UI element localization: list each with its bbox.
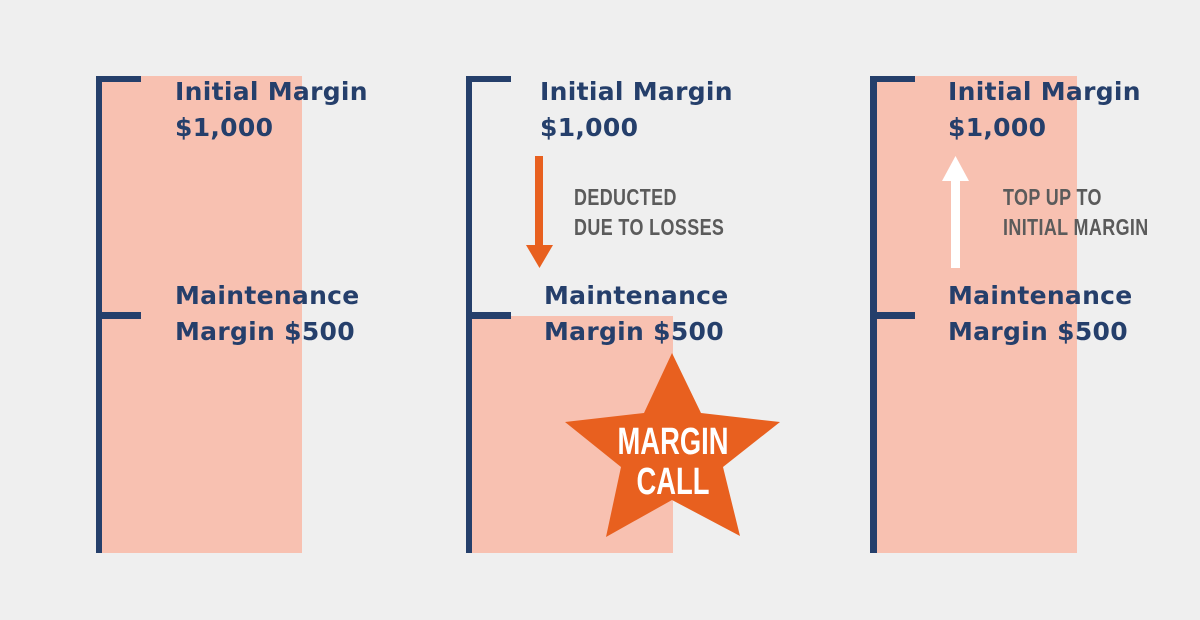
initial-margin-label: Initial Margin $1,000 (175, 77, 368, 142)
maintenance-margin-label: Maintenance Margin $500 (175, 281, 360, 346)
maintenance-margin-label: Maintenance Margin $500 (948, 281, 1133, 346)
bracket-tick-initial (870, 76, 915, 82)
maintenance-margin-label: Maintenance Margin $500 (544, 281, 729, 346)
margin-call-badge: MARGIN CALL (617, 421, 729, 503)
initial-margin-label: Initial Margin $1,000 (540, 77, 733, 142)
bracket-tick-initial (466, 76, 511, 82)
initial-margin-label: Initial Margin $1,000 (948, 77, 1141, 142)
bracket-tick-maintenance (870, 312, 915, 319)
bracket-tick-initial (96, 76, 141, 82)
bracket-tick-maintenance (466, 312, 511, 319)
top-up-note: TOP UP TO INITIAL MARGIN (1003, 184, 1149, 240)
deducted-note: DEDUCTED DUE TO LOSSES (574, 184, 725, 240)
bracket-tick-maintenance (96, 312, 141, 319)
